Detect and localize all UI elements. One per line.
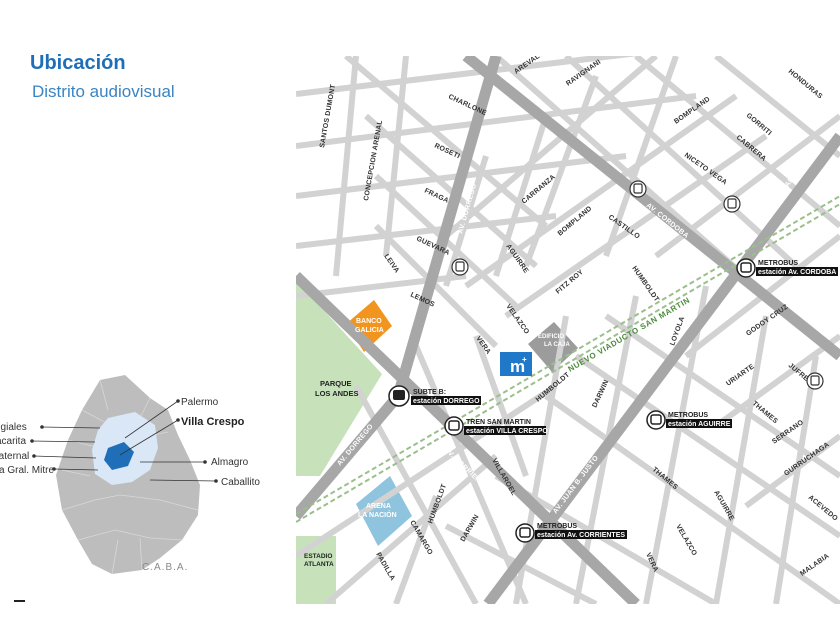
metrobus-corrientes-line2: estación Av. CORRIENTES bbox=[537, 532, 625, 539]
train-icon-cordoba bbox=[629, 180, 647, 198]
subte-station-line1: SUBTE B: bbox=[413, 389, 446, 396]
banco-galicia-label-2: GALICIA bbox=[355, 327, 384, 334]
station-tren-villa-crespo: TREN SAN MARTIN estación VILLA CRESPO bbox=[444, 416, 548, 436]
avenues bbox=[296, 56, 840, 604]
station-metrobus-aguirre: METROBUS estación AGUIRRE bbox=[646, 410, 732, 430]
metrobus-icon bbox=[646, 410, 666, 430]
train-icon bbox=[444, 416, 464, 436]
page-subtitle: Distrito audiovisual bbox=[32, 82, 175, 101]
subte-station-line2: estación DORREGO bbox=[413, 398, 480, 405]
bus-icon-niceto-vega bbox=[723, 195, 741, 213]
project-marker bbox=[500, 352, 532, 376]
inset-caption: C.A.B.A. bbox=[142, 562, 188, 573]
inset-label-left-1: egiales bbox=[0, 422, 27, 433]
parque-label-1: PARQUE bbox=[320, 379, 352, 388]
page-title: Ubicación bbox=[30, 52, 126, 74]
banco-galicia-label-1: BANCO bbox=[356, 318, 382, 325]
metrobus-icon bbox=[515, 523, 535, 543]
inset-label-almagro: Almagro bbox=[211, 457, 249, 468]
metrobus-corrientes-line1: METROBUS bbox=[537, 523, 577, 530]
station-subte-dorrego: SUBTE B: estación DORREGO bbox=[388, 385, 481, 407]
villa-crespo-area bbox=[104, 442, 134, 470]
inset-leaders bbox=[31, 400, 217, 482]
caba-inset-map: egiales acarita Paternal a Gral. Mitre P… bbox=[0, 375, 260, 575]
metrobus-icon bbox=[736, 258, 756, 278]
arena-label-1: ARENA bbox=[366, 503, 391, 510]
tren-station-line1: TREN SAN MARTIN bbox=[466, 419, 531, 426]
inset-label-palermo: Palermo bbox=[181, 397, 219, 408]
station-metrobus-corrientes: METROBUS estación Av. CORRIENTES bbox=[515, 523, 627, 543]
arena-label-2: LA NACIÓN bbox=[358, 510, 397, 519]
street-map: NUEVO VIADUCTO SAN MARTIN AV. CORDOBA AV… bbox=[296, 56, 840, 604]
rail-viaduct bbox=[296, 195, 840, 523]
decorative-dash bbox=[14, 600, 25, 602]
metrobus-cordoba-line1: METROBUS bbox=[758, 260, 798, 267]
estadio-label-2: ATLANTA bbox=[304, 561, 334, 568]
project-marker-plus: + bbox=[522, 355, 527, 364]
inset-label-left-4: a Gral. Mitre bbox=[0, 465, 54, 476]
project-marker-letter: m bbox=[510, 357, 525, 376]
bus-icon-dorrego bbox=[451, 258, 469, 276]
metrobus-aguirre-line1: METROBUS bbox=[668, 412, 708, 419]
la-caja-label-1: EDIFICIO bbox=[538, 334, 564, 340]
la-caja-label-2: LA CAJA bbox=[544, 342, 570, 348]
inset-label-villa-crespo: Villa Crespo bbox=[181, 416, 245, 428]
inset-label-left-3: Paternal bbox=[0, 451, 29, 462]
bus-icon-jufre bbox=[806, 372, 824, 390]
parque-los-andes bbox=[296, 280, 382, 476]
inset-label-caballito: Caballito bbox=[221, 477, 260, 488]
tren-station-line2: estación VILLA CRESPO bbox=[466, 428, 548, 435]
parque-label-2: LOS ANDES bbox=[315, 389, 358, 398]
metrobus-aguirre-line2: estación AGUIRRE bbox=[668, 421, 731, 428]
inset-label-left-2: acarita bbox=[0, 436, 26, 447]
estadio-label-1: ESTADIO bbox=[304, 553, 332, 560]
station-metrobus-cordoba: METROBUS estación Av. CORDOBA bbox=[736, 258, 838, 278]
metrobus-cordoba-line2: estación Av. CORDOBA bbox=[758, 269, 836, 276]
arena-la-nacion-block bbox=[356, 476, 412, 546]
